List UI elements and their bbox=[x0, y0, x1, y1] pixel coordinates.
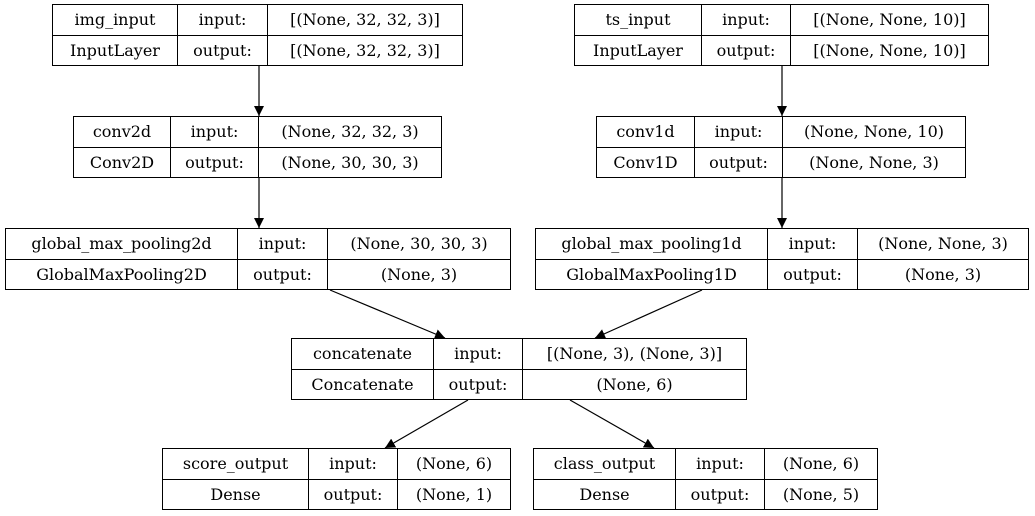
layer-name: conv1d bbox=[616, 122, 675, 141]
output-label: output: bbox=[177, 35, 267, 65]
output-shape: (None, 5) bbox=[764, 479, 877, 509]
layer-type: Dense bbox=[163, 479, 308, 509]
layer-name: concatenate bbox=[312, 344, 413, 363]
layer-type: InputLayer bbox=[53, 35, 177, 65]
layer-type: Conv1D bbox=[597, 147, 694, 177]
layer-name: global_max_pooling2d bbox=[31, 234, 212, 253]
layer-name: conv2d bbox=[92, 122, 152, 141]
input-label: input: bbox=[170, 117, 258, 147]
layer-type: Concatenate bbox=[292, 369, 433, 399]
input-label: input: bbox=[308, 449, 397, 479]
input-label: input: bbox=[675, 449, 764, 479]
input-label: input: bbox=[237, 229, 327, 259]
edge-concatenate-to-score-output bbox=[384, 399, 469, 449]
layer-type: InputLayer bbox=[575, 35, 701, 65]
output-shape: (None, 6) bbox=[522, 369, 746, 399]
layer-node-global-max-pooling2d: global_max_pooling2d input:(None, 30, 30,… bbox=[5, 228, 511, 290]
edge-concatenate-to-class-output bbox=[569, 399, 655, 449]
input-label: input: bbox=[701, 5, 790, 35]
input-label: input: bbox=[433, 339, 522, 369]
output-shape: [(None, None, 10)] bbox=[790, 35, 988, 65]
layer-name: global_max_pooling1d bbox=[561, 234, 742, 253]
layer-node-concatenate: concatenate input:[(None, 3), (None, 3)] C… bbox=[291, 338, 747, 400]
output-label: output: bbox=[308, 479, 397, 509]
layer-type: Conv2D bbox=[74, 147, 170, 177]
output-label: output: bbox=[694, 147, 782, 177]
input-shape: (None, 32, 32, 3) bbox=[258, 117, 441, 147]
layer-name: ts_input bbox=[605, 10, 671, 29]
layer-type: Dense bbox=[534, 479, 675, 509]
output-shape: (None, 30, 30, 3) bbox=[258, 147, 441, 177]
output-shape: [(None, 32, 32, 3)] bbox=[267, 35, 462, 65]
output-shape: (None, 3) bbox=[857, 259, 1028, 289]
edge-global-max-pooling2d-to-concatenate bbox=[329, 289, 446, 339]
layer-node-global-max-pooling1d: global_max_pooling1d input:(None, None, 3… bbox=[535, 228, 1029, 290]
output-label: output: bbox=[701, 35, 790, 65]
input-label: input: bbox=[694, 117, 782, 147]
output-shape: (None, 3) bbox=[327, 259, 510, 289]
input-shape: [(None, 32, 32, 3)] bbox=[267, 5, 462, 35]
output-label: output: bbox=[237, 259, 327, 289]
output-shape: (None, 1) bbox=[397, 479, 510, 509]
input-label: input: bbox=[767, 229, 857, 259]
input-shape: (None, None, 3) bbox=[857, 229, 1028, 259]
input-shape: (None, 30, 30, 3) bbox=[327, 229, 510, 259]
input-shape: (None, 6) bbox=[397, 449, 510, 479]
layer-node-ts-input: ts_input input:[(None, None, 10)] InputLay… bbox=[574, 4, 989, 66]
input-shape: [(None, 3), (None, 3)] bbox=[522, 339, 746, 369]
layer-type: GlobalMaxPooling1D bbox=[536, 259, 767, 289]
layer-node-img-input: img_input input:[(None, 32, 32, 3)] InputL… bbox=[52, 4, 463, 66]
output-label: output: bbox=[433, 369, 522, 399]
layer-type: GlobalMaxPooling2D bbox=[6, 259, 237, 289]
output-label: output: bbox=[767, 259, 857, 289]
output-shape: (None, None, 3) bbox=[782, 147, 965, 177]
input-shape: (None, None, 10) bbox=[782, 117, 965, 147]
layer-name: img_input bbox=[74, 10, 156, 29]
input-shape: [(None, None, 10)] bbox=[790, 5, 988, 35]
layer-name: score_output bbox=[182, 454, 289, 473]
input-shape: (None, 6) bbox=[764, 449, 877, 479]
output-label: output: bbox=[170, 147, 258, 177]
edge-global-max-pooling1d-to-concatenate bbox=[594, 289, 703, 339]
output-label: output: bbox=[675, 479, 764, 509]
input-label: input: bbox=[177, 5, 267, 35]
layer-name: class_output bbox=[553, 454, 656, 473]
